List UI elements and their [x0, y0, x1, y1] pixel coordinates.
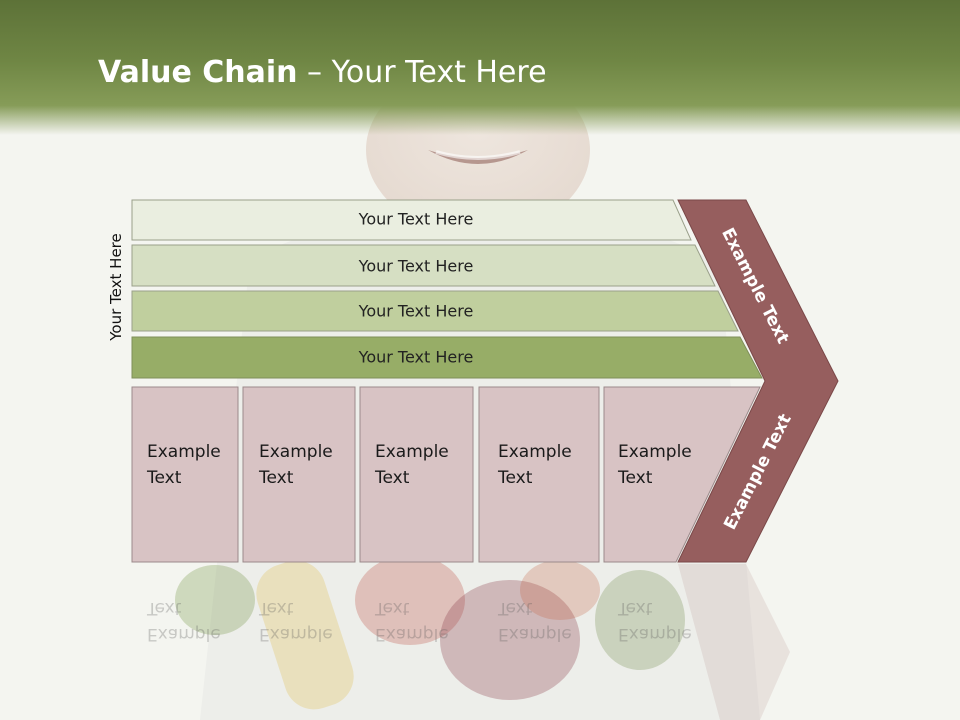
title-rest: – Your Text Here [297, 55, 547, 90]
bar-3-label: Your Text Here [358, 301, 474, 321]
bar-4[interactable] [131, 336, 763, 379]
cell-5[interactable] [603, 386, 761, 563]
cell-3[interactable] [359, 386, 474, 563]
bar-2-label: Your Text Here [358, 256, 474, 276]
slide-title: Value Chain – Your Text Here [98, 55, 547, 90]
bar-1-label: Your Text Here [358, 209, 474, 229]
cell-1[interactable] [131, 386, 239, 563]
cell-4[interactable] [478, 386, 600, 563]
cell-2[interactable] [242, 386, 356, 563]
header-band [0, 0, 960, 135]
bar-1[interactable] [131, 199, 692, 241]
bar-4-label: Your Text Here [358, 347, 474, 367]
chevron-arrow[interactable] [677, 199, 839, 563]
bar-3[interactable] [131, 290, 739, 332]
title-bold: Value Chain [98, 55, 298, 90]
bar-2[interactable] [131, 244, 716, 287]
